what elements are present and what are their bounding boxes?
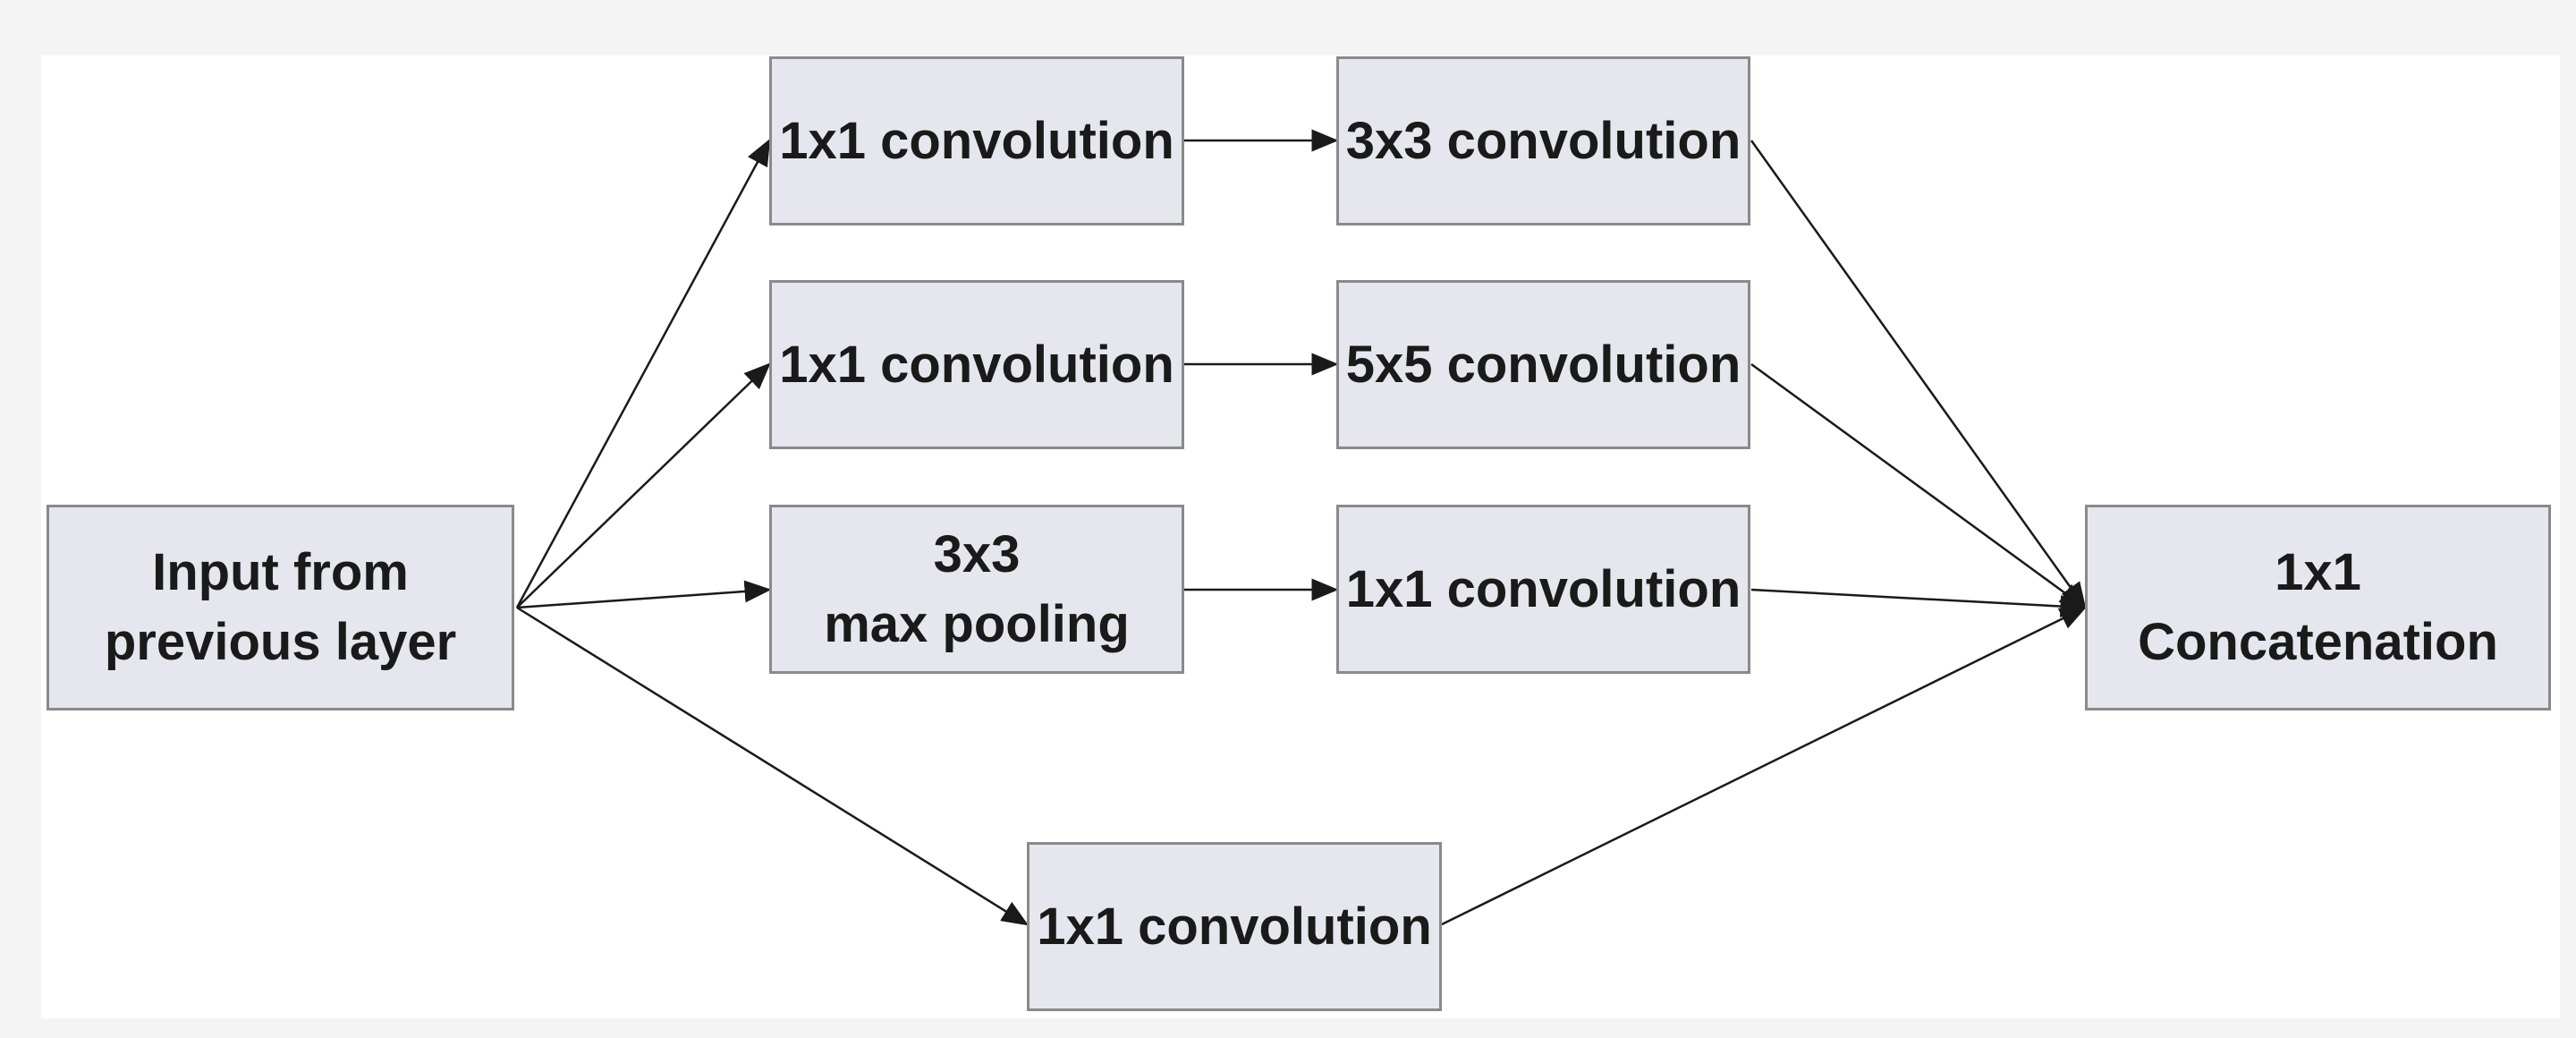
edge-conv3x3-to-concat [1750,140,2087,610]
edge-input-to-conv1x1_b [516,362,771,608]
edge-conv1x1_c-to-concat [1750,588,2088,618]
input-node: Input from previous layer [47,505,514,710]
conv5x5-node: 5x5 convolution [1336,280,1750,449]
conv1x1-node-bottom: 1x1 convolution [1027,842,1442,1011]
conv1x1-node-top: 1x1 convolution [769,56,1184,225]
conv1x1-after-pool-label: 1x1 convolution [1345,559,1741,618]
conv1x1-bottom-label: 1x1 convolution [1037,897,1432,956]
conv1x1-node-after-pool: 1x1 convolution [1336,505,1750,674]
edge-input-to-conv1x1_a [515,138,771,608]
conv3x3-node: 3x3 convolution [1336,56,1750,225]
input-label-line1: Input from [152,543,409,601]
concatenation-node: 1x1 Concatenation [2085,505,2551,710]
conv1x1-node-second: 1x1 convolution [769,280,1184,449]
edge-conv1x1_d-to-concat [1441,606,2088,926]
concat-label-line1: 1x1 [2275,543,2361,601]
maxpool-label-line1: 3x3 [933,524,1021,583]
input-label-line2: previous layer [104,613,457,671]
edge-input-to-maxpool [516,580,772,609]
maxpool-node: 3x3 max pooling [769,505,1184,674]
conv3x3-label: 3x3 convolution [1345,111,1741,170]
edge-input-to-conv1x1_d [516,606,1030,926]
conv1x1-top-label: 1x1 convolution [779,111,1174,170]
conv5x5-label: 5x5 convolution [1345,335,1741,394]
concat-label-line2: Concatenation [2138,613,2498,671]
edge-conv5x5-to-concat [1750,362,2088,609]
maxpool-label-line2: max pooling [824,594,1130,653]
conv1x1-second-label: 1x1 convolution [779,335,1174,394]
